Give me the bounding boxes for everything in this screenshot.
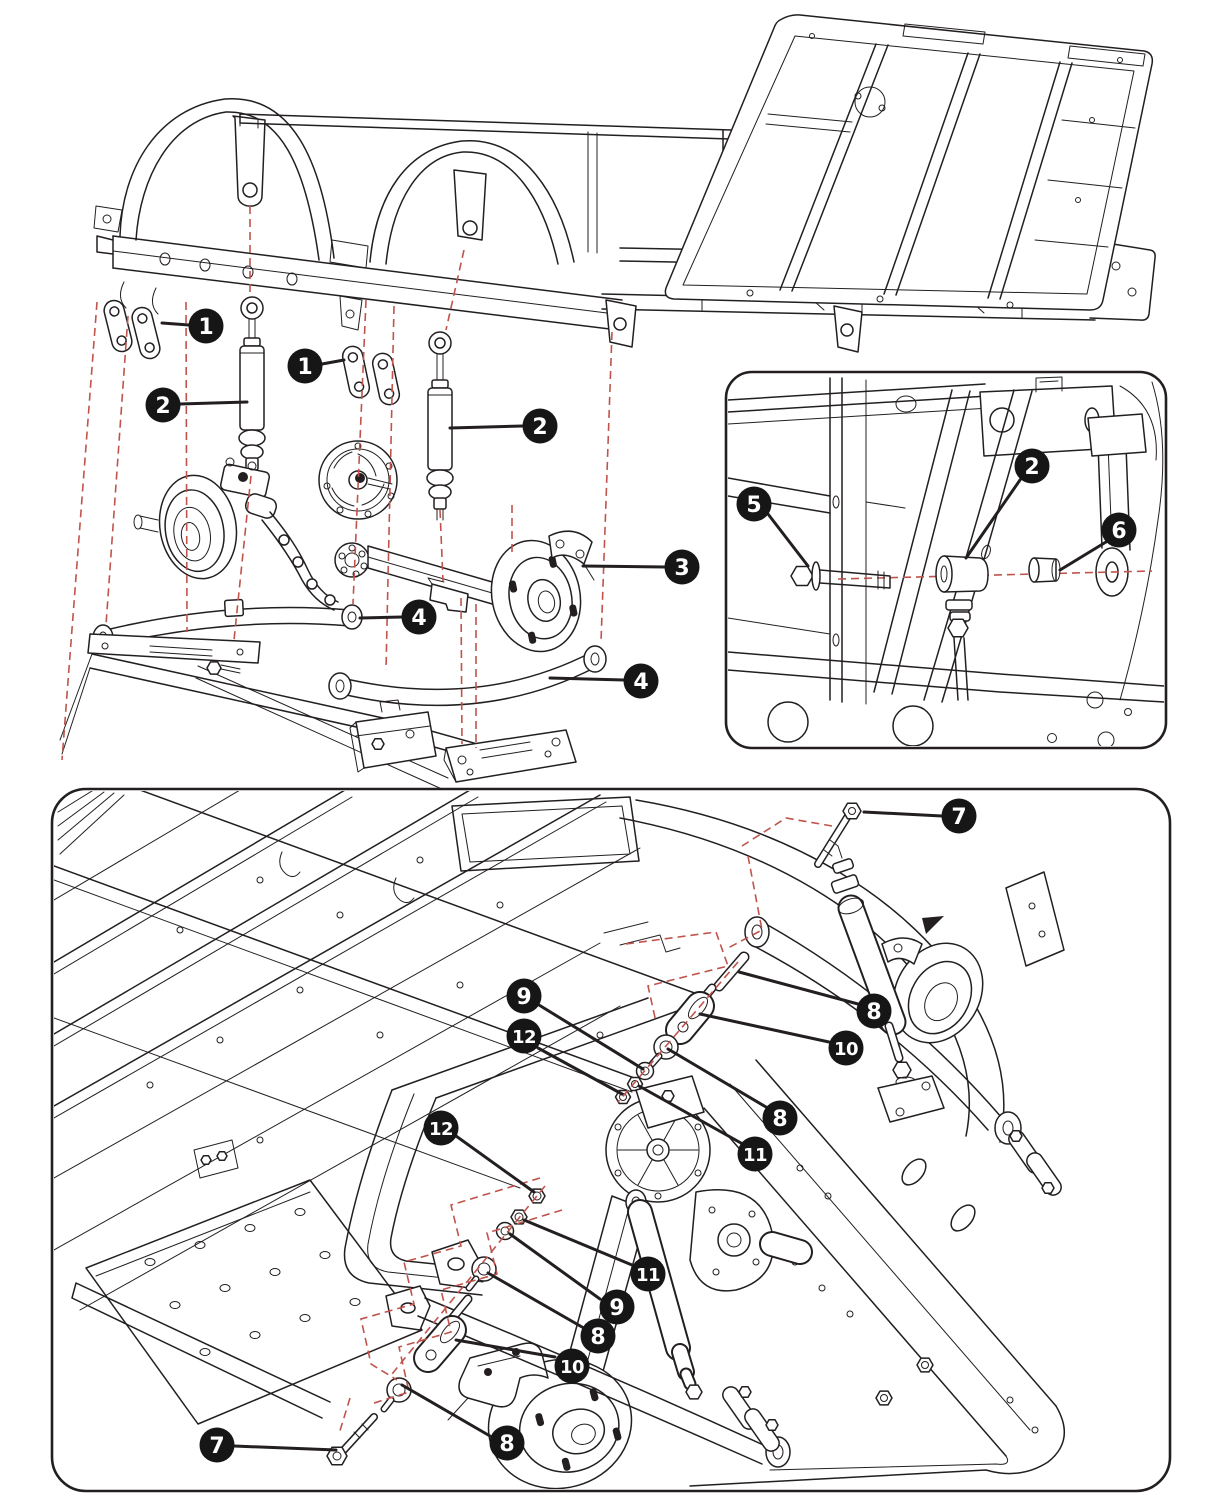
bottom-art: 7 9 12 8 10 8 11 12 11 9 8 10 8 7	[54, 791, 1066, 1489]
svg-text:5: 5	[746, 493, 761, 518]
svg-text:12: 12	[512, 1027, 536, 1048]
svg-text:2: 2	[532, 415, 547, 440]
callout-11-mid: 11	[737, 1136, 773, 1172]
rear-axle-assembly	[133, 440, 514, 613]
alignment-dashes-top	[61, 206, 613, 761]
callout-2-b: 2	[522, 408, 558, 444]
callout-9-upper: 9	[506, 978, 542, 1014]
callout-12-upper: 12	[506, 1018, 542, 1054]
leaf-spring-right	[328, 645, 607, 707]
leader-lines-inset	[766, 478, 1108, 572]
callout-4-a: 4	[401, 599, 437, 635]
svg-text:7: 7	[951, 805, 966, 830]
link-plates	[103, 299, 401, 406]
inset-art	[728, 376, 1164, 746]
spacer-part-6	[1028, 557, 1061, 583]
callout-12-lower: 12	[423, 1110, 459, 1146]
bottom-panel-border	[50, 787, 1172, 1493]
callout-2-inset: 2	[1014, 448, 1050, 484]
top-figure: 1 1 2 2 3 4 4	[59, 14, 1156, 791]
callout-8-mid: 8	[762, 1100, 798, 1136]
callout-7-top: 7	[941, 798, 977, 834]
svg-text:2: 2	[1024, 455, 1039, 480]
inset-detail-panel: 5 2 6	[724, 370, 1168, 750]
shock-absorber-right	[426, 331, 454, 521]
leader-lines-bottom	[232, 810, 944, 1452]
svg-text:9: 9	[609, 1296, 624, 1321]
bolt-part-5	[790, 561, 891, 591]
bolt-part-7-top	[814, 802, 862, 868]
callout-6: 6	[1101, 512, 1137, 548]
differential-assembly	[565, 1075, 813, 1383]
svg-text:10: 10	[560, 1357, 584, 1378]
callout-1-a: 1	[188, 308, 224, 344]
callout-3: 3	[664, 549, 700, 585]
shock-absorber-left	[238, 296, 266, 483]
cargo-bed-frame	[664, 14, 1154, 311]
brake-disc-hub	[490, 530, 595, 653]
callout-7-bottom: 7	[199, 1427, 235, 1463]
spring-mounting-plates	[59, 633, 577, 791]
right-suspension	[744, 845, 1062, 1196]
svg-text:7: 7	[209, 1434, 224, 1459]
chassis-floor-ribs	[54, 791, 701, 1311]
svg-text:10: 10	[834, 1039, 858, 1060]
chassis-frame	[93, 98, 763, 331]
callout-8-right: 8	[856, 993, 892, 1029]
bottom-figure-panel: 7 9 12 8 10 8 11 12 11 9 8 10 8 7	[50, 787, 1172, 1493]
svg-text:1: 1	[297, 355, 312, 380]
shock-bushing-part-2	[935, 555, 989, 701]
svg-text:3: 3	[674, 556, 689, 581]
svg-text:11: 11	[743, 1145, 767, 1166]
svg-text:6: 6	[1111, 519, 1126, 544]
callout-8-lower: 8	[580, 1318, 616, 1354]
callout-10-lower: 10	[554, 1348, 590, 1384]
callout-8-bottom: 8	[489, 1425, 525, 1461]
svg-text:8: 8	[866, 1000, 881, 1025]
svg-text:4: 4	[411, 606, 426, 631]
callout-10-right: 10	[828, 1030, 864, 1066]
svg-text:9: 9	[516, 985, 531, 1010]
svg-text:2: 2	[155, 394, 170, 419]
floor-plate	[71, 1179, 423, 1425]
svg-text:12: 12	[429, 1119, 453, 1140]
svg-text:8: 8	[499, 1432, 514, 1457]
svg-text:8: 8	[772, 1107, 787, 1132]
callout-11-lower: 11	[630, 1256, 666, 1292]
callout-5: 5	[736, 486, 772, 522]
svg-text:1: 1	[198, 315, 213, 340]
svg-text:11: 11	[636, 1265, 660, 1286]
rear-frame-left	[343, 997, 681, 1331]
leader-lines-top	[160, 321, 667, 682]
inset-panel-border	[724, 370, 1168, 750]
callout-4-b: 4	[623, 663, 659, 699]
callout-1-b: 1	[287, 348, 323, 384]
callout-9-lower: 9	[599, 1289, 635, 1325]
svg-text:4: 4	[633, 670, 648, 695]
alignment-dashes-bottom	[338, 817, 833, 1435]
callout-2-a: 2	[145, 387, 181, 423]
svg-text:8: 8	[590, 1325, 605, 1350]
